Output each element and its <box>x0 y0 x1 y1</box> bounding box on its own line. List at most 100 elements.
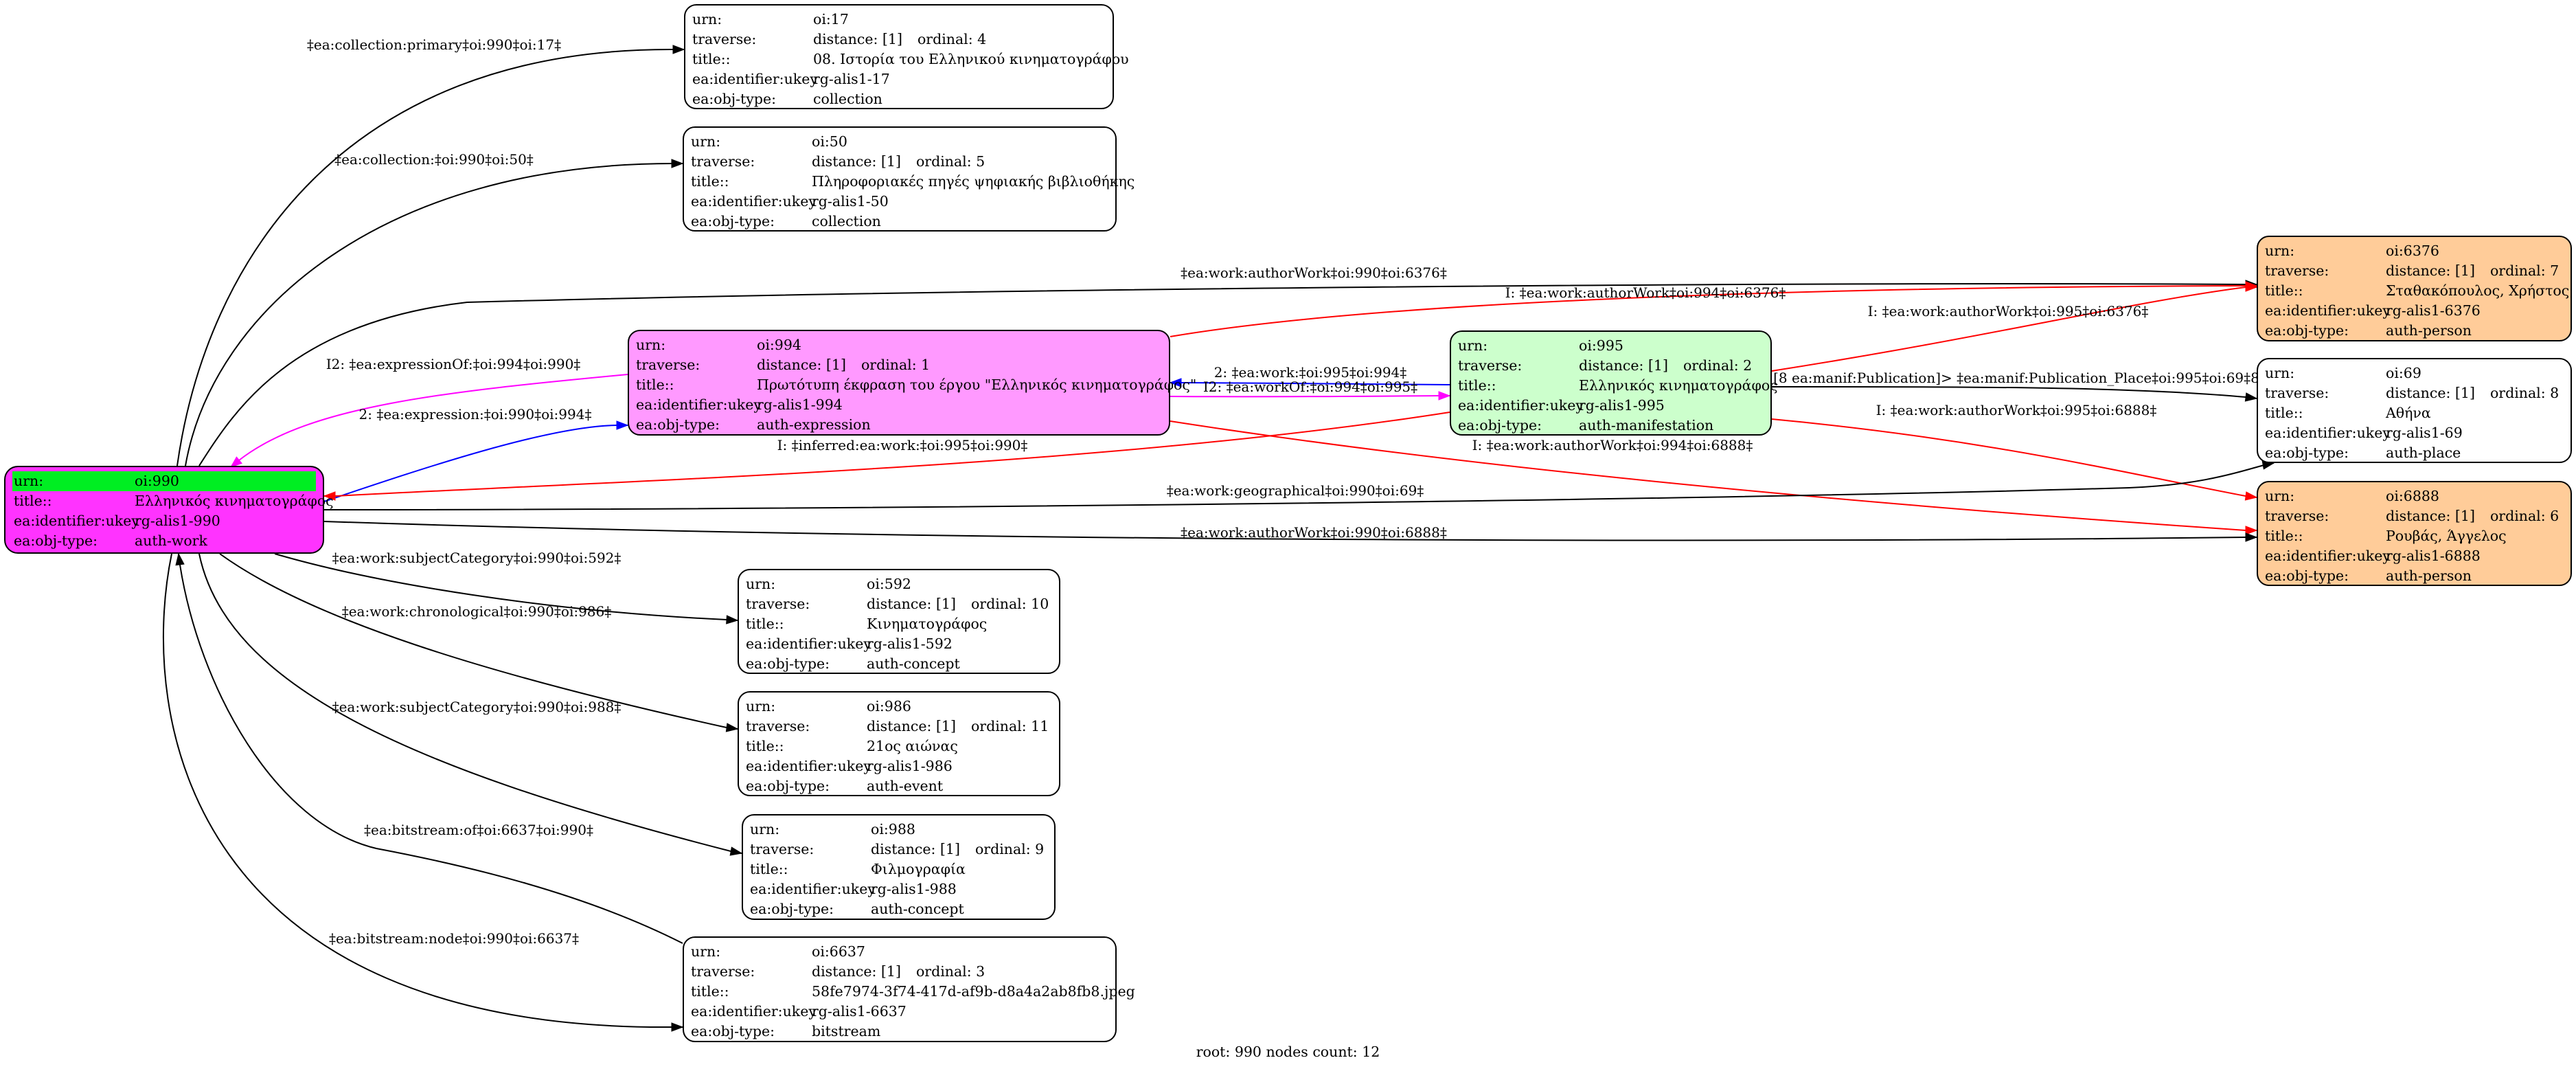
edge-e13: I: ‡ea:work:authorWork‡oi:994‡oi:6888‡ <box>1170 420 2258 535</box>
edge-line <box>323 521 2246 541</box>
edge-arrowhead <box>671 1022 684 1032</box>
node-field-row: ea:obj-type:auth-event <box>746 776 1052 796</box>
field-value: auth-person <box>2386 567 2472 584</box>
edge-arrowhead <box>1438 391 1451 401</box>
field-key: traverse: <box>2265 508 2329 524</box>
field-key: ea:identifier:ukey <box>746 635 871 652</box>
field-key: traverse: <box>691 153 755 170</box>
edge-arrowhead <box>2245 526 2258 535</box>
node-field-row: traverse:distance: [1]ordinal: 10 <box>746 594 1052 614</box>
field-value: oi:592 <box>867 576 911 592</box>
edge-e16: ‡ea:work:subjectCategory‡oi:990‡oi:592‡ <box>274 550 739 624</box>
node-field-row: ea:obj-type:bitstream <box>691 1022 1108 1042</box>
field-key: urn: <box>691 943 721 960</box>
field-value: distance: [1] <box>867 596 956 612</box>
field-gap <box>2475 506 2490 526</box>
edge-arrowhead <box>671 159 684 168</box>
field-value: auth-event <box>867 778 944 794</box>
edge-arrowhead <box>2244 392 2258 402</box>
field-value: oi:990 <box>135 473 179 489</box>
field-value-ordinal: ordinal: 9 <box>974 841 1045 857</box>
field-value: 21ος αιώνας <box>867 738 958 754</box>
field-value: rg-alis1-6888 <box>2386 548 2481 564</box>
field-value-ordinal: ordinal: 1 <box>860 357 931 373</box>
edge-e12: I: ‡inferred:ea:work:‡oi:995‡oi:990‡ <box>323 412 1450 501</box>
field-gap <box>956 717 971 736</box>
field-value: Φιλμογραφία <box>871 861 966 877</box>
edge-line <box>1771 418 2246 497</box>
field-key: ea:identifier:ukey <box>2265 302 2391 319</box>
field-gap <box>2475 383 2490 403</box>
node-field-row: urn:oi:990 <box>12 471 316 491</box>
field-key: title:: <box>750 861 788 877</box>
field-value: oi:69 <box>2386 365 2421 381</box>
field-value: distance: [1] <box>812 153 901 170</box>
field-value-ordinal: ordinal: 5 <box>915 153 985 170</box>
field-value: Πληροφοριακές πηγές ψηφιακής βιβλιοθήκης <box>812 173 1135 190</box>
field-value: oi:50 <box>812 133 847 150</box>
field-key: ea:obj-type: <box>2265 445 2349 461</box>
field-value-ordinal: ordinal: 3 <box>915 963 985 980</box>
node-field-row: title::Αθήνα <box>2265 403 2564 423</box>
field-value: bitstream <box>812 1023 881 1039</box>
edge-e15: ‡ea:work:authorWork‡oi:990‡oi:6888‡ <box>323 521 2258 542</box>
field-value: distance: [1] <box>812 963 901 980</box>
edge-line <box>323 425 617 502</box>
edge-e19: ‡ea:bitstream:of‡oi:6637‡oi:990‡ <box>175 552 683 944</box>
field-key: urn: <box>746 698 776 714</box>
edge-label: I: ‡ea:work:authorWork‡oi:995‡oi:6376‡ <box>1868 303 2149 319</box>
node-field-row: traverse:distance: [1]ordinal: 1 <box>636 355 1162 375</box>
field-key: urn: <box>692 11 722 27</box>
field-key: traverse: <box>1458 357 1523 374</box>
field-value: distance: [1] <box>2386 262 2475 279</box>
node-field-row: ea:obj-type:collection <box>692 89 1106 109</box>
field-value: distance: [1] <box>1579 357 1668 374</box>
edge-line <box>198 553 731 852</box>
node-field-row: ea:obj-type:auth-person <box>2265 566 2564 586</box>
field-value: distance: [1] <box>757 357 846 373</box>
field-key: urn: <box>750 821 780 837</box>
edge-e6: I2: ‡ea:expressionOf:‡oi:994‡oi:990‡ <box>229 356 628 468</box>
field-value: 08. Ιστορία του Ελληνικού κινηματογράφου <box>813 51 1129 67</box>
node-field-row: urn:oi:6376 <box>2265 241 2564 261</box>
node-field-row: title::Πρωτότυπη έκφραση του έργου "Ελλη… <box>636 375 1196 395</box>
field-key: ea:obj-type: <box>750 901 834 917</box>
edge-label: ‡ea:collection:‡oi:990‡oi:50‡ <box>334 151 534 168</box>
field-gap <box>901 962 916 982</box>
field-key: ea:identifier:ukey <box>636 396 762 413</box>
field-key: traverse: <box>746 718 810 734</box>
field-value-ordinal: ordinal: 7 <box>2489 262 2560 279</box>
field-value: oi:986 <box>867 698 911 714</box>
edge-label: ‡ea:work:geographical‡oi:990‡oi:69‡ <box>1167 482 1424 499</box>
field-key: ea:obj-type: <box>2265 322 2349 339</box>
field-value: oi:6637 <box>812 943 865 960</box>
edge-e14: ‡ea:work:geographical‡oi:990‡oi:69‡ <box>323 460 2275 510</box>
node-field-row: ea:obj-type:collection <box>691 212 1108 232</box>
field-value: rg-alis1-995 <box>1579 397 1665 414</box>
field-key: title:: <box>1458 377 1496 394</box>
edge-arrowhead <box>2245 282 2258 292</box>
node-field-row: ea:obj-type:auth-manifestation <box>1458 416 1764 436</box>
edge-line <box>162 553 672 1028</box>
field-value: rg-alis1-6376 <box>2386 302 2481 319</box>
edge-label: I2: ‡ea:expressionOf:‡oi:994‡oi:990‡ <box>326 356 581 372</box>
edge-e7: 2: ‡ea:expression:‡oi:990‡oi:994‡ <box>323 406 629 502</box>
field-value: oi:6888 <box>2386 488 2439 504</box>
node-field-row: traverse:distance: [1]ordinal: 7 <box>2265 261 2564 281</box>
field-gap <box>1668 356 1683 376</box>
